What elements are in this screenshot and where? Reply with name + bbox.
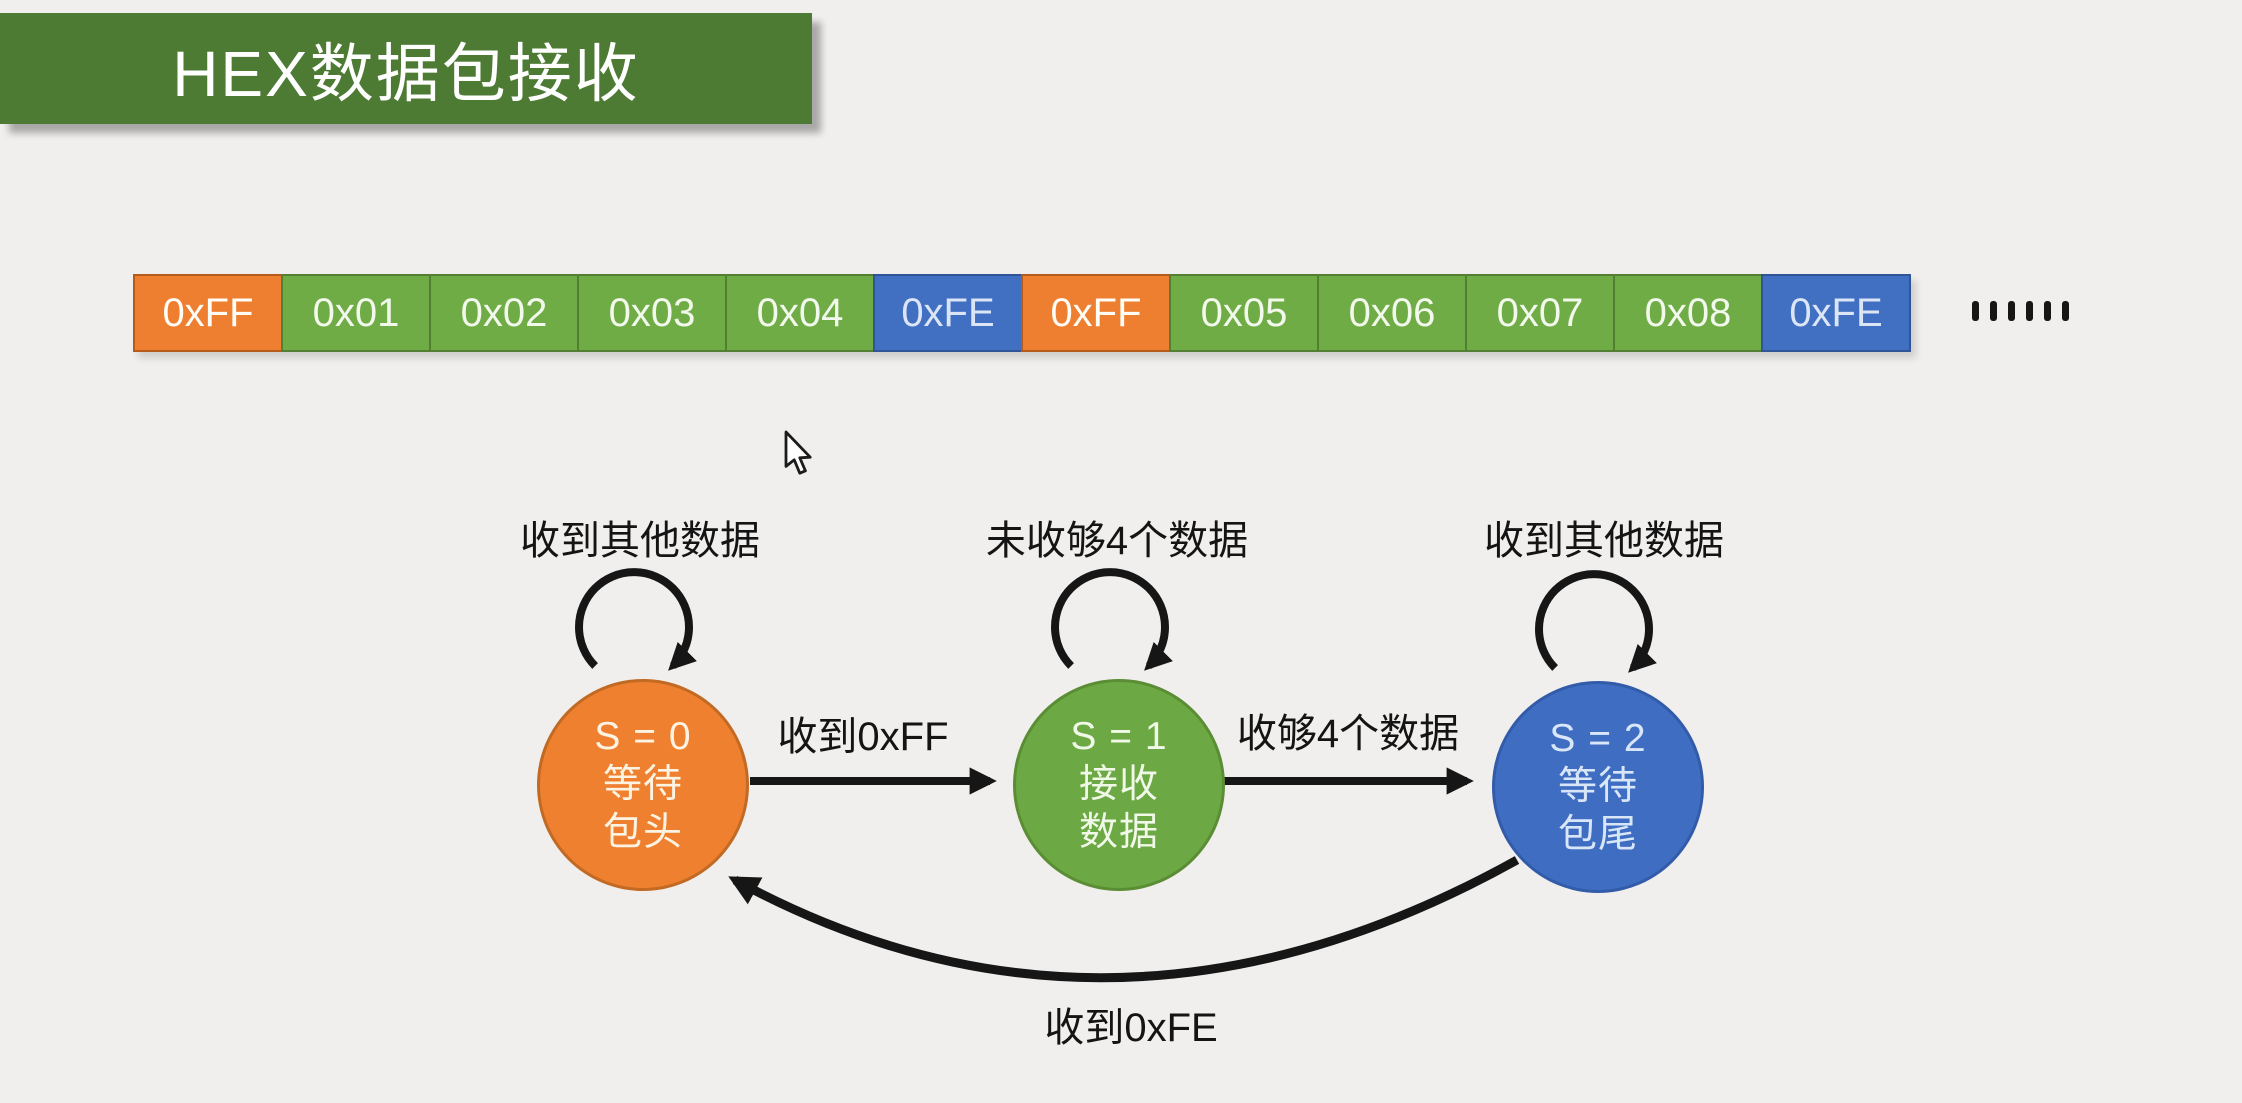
ellipsis-dot [2044, 301, 2051, 321]
self-loop-label-s0: 收到其他数据 [520, 519, 760, 563]
byte-cell: 0xFF [133, 274, 283, 352]
self-loop-arrow-s0 [575, 568, 697, 671]
byte-cell: 0x03 [577, 274, 727, 352]
self-loop-label-s1: 未收够4个数据 [985, 519, 1249, 563]
state-line: S = 2 [1549, 717, 1647, 760]
ellipsis-dot [2026, 301, 2033, 321]
mouse-cursor-icon [784, 430, 812, 475]
byte-stream-row: 0xFF 0x01 0x02 0x03 0x04 0xFE 0xFF 0x05 … [133, 274, 1911, 352]
state-node-s0: S = 0 等待 包头 [537, 679, 749, 891]
byte-cell: 0x06 [1317, 274, 1467, 352]
state-line: 包尾 [1557, 813, 1638, 856]
state-line: 接收 [1078, 763, 1159, 806]
ellipsis-dots [1972, 301, 2069, 321]
state-line: S = 0 [594, 715, 692, 758]
self-loop-arrow-s1 [1051, 568, 1173, 671]
ellipsis-dot [1972, 301, 1979, 321]
state-line: 数据 [1078, 811, 1159, 854]
slide-title-banner: HEX数据包接收 [0, 13, 812, 124]
byte-cell: 0xFF [1021, 274, 1171, 352]
page-title: HEX数据包接收 [172, 37, 640, 110]
state-line: 等待 [1557, 765, 1638, 808]
state-line: 等待 [602, 763, 683, 806]
transition-label-s1-s2: 收够4个数据 [1236, 712, 1460, 756]
byte-cell: 0x05 [1169, 274, 1319, 352]
byte-cell: 0xFE [1761, 274, 1911, 352]
transition-label-s0-s1: 收到0xFF [777, 715, 949, 759]
byte-cell: 0xFE [873, 274, 1023, 352]
return-arrow-s2-s0 [728, 856, 1520, 983]
self-loop-label-s2: 收到其他数据 [1484, 519, 1724, 563]
state-node-s1: S = 1 接收 数据 [1013, 679, 1225, 891]
state-line: S = 1 [1070, 715, 1168, 758]
state-line: 包头 [602, 811, 683, 854]
byte-cell: 0x01 [281, 274, 431, 352]
byte-cell: 0x07 [1465, 274, 1615, 352]
byte-cell: 0x02 [429, 274, 579, 352]
ellipsis-dot [2008, 301, 2015, 321]
byte-cell: 0x08 [1613, 274, 1763, 352]
ellipsis-dot [1990, 301, 1997, 321]
byte-cell: 0x04 [725, 274, 875, 352]
state-node-s2: S = 2 等待 包尾 [1492, 681, 1704, 893]
self-loop-arrow-s2 [1535, 570, 1657, 673]
transition-label-s2-s0: 收到0xFE [1044, 1006, 1218, 1050]
ellipsis-dot [2062, 301, 2069, 321]
